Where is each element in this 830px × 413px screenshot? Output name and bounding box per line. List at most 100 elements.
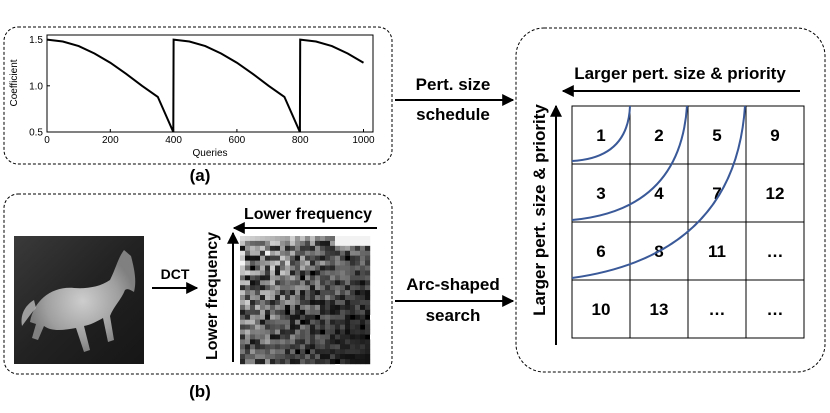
dct-cell: [255, 245, 261, 251]
dct-cell: [265, 260, 271, 266]
dct-cell: [305, 344, 311, 350]
dct-cell: [250, 309, 256, 315]
dct-cell: [290, 265, 296, 271]
dct-cell: [260, 255, 266, 261]
dct-cell: [265, 309, 271, 315]
dct-cell: [275, 334, 281, 340]
dct-cell: [350, 240, 356, 247]
dct-cell: [280, 354, 286, 360]
dct-cell: [335, 314, 341, 320]
dct-cell: [250, 334, 256, 340]
dct-cell: [330, 260, 336, 266]
dct-cell: [350, 304, 356, 311]
dct-cell: [325, 270, 331, 276]
dct-cell: [275, 304, 281, 311]
dct-cell: [245, 265, 251, 271]
dct-cell: [350, 295, 356, 301]
dct-cell: [325, 236, 331, 242]
dct-cell: [330, 329, 336, 335]
dct-cell: [320, 339, 326, 345]
dct-cell: [345, 309, 351, 315]
dct-cell: [240, 275, 246, 281]
dct-cell: [325, 334, 331, 340]
dct-cell: [275, 359, 281, 365]
dct-cell: [310, 339, 316, 345]
grid-cell-value: 7: [712, 184, 721, 203]
dct-cell: [305, 270, 311, 276]
dct-cell: [245, 329, 251, 335]
dct-cell: [360, 295, 366, 301]
dct-cell: [320, 309, 326, 315]
dct-cell: [315, 245, 321, 251]
side-priority-label: Larger pert. size & priority: [530, 104, 549, 316]
search-arc: [571, 105, 631, 162]
schedule-arrow-line2: schedule: [416, 105, 490, 124]
panel-a-frame: [3, 26, 393, 165]
dct-cell: [300, 339, 306, 345]
dct-cell: [330, 240, 336, 247]
dct-cell: [315, 344, 321, 350]
dct-cell: [365, 255, 371, 261]
dct-cell: [265, 250, 271, 256]
dct-cell: [325, 295, 331, 301]
dct-cell: [320, 260, 326, 266]
dct-cell: [270, 359, 276, 365]
dct-cell: [355, 319, 361, 325]
dct-cell: [325, 304, 331, 311]
dct-cell: [310, 319, 316, 325]
dct-cell: [365, 295, 371, 301]
dct-cell: [295, 265, 301, 271]
dct-cell: [365, 245, 371, 251]
dct-cell: [325, 339, 331, 345]
dct-cell: [310, 240, 316, 247]
dct-cell: [365, 339, 371, 345]
dct-cell: [255, 344, 261, 350]
search-arrow-line2: search: [426, 306, 481, 325]
dct-cell: [285, 265, 291, 271]
dct-cell: [255, 359, 261, 365]
dct-cell: [320, 319, 326, 325]
dct-cell: [275, 324, 281, 330]
dct-cell: [260, 260, 266, 266]
dct-cell: [260, 295, 266, 301]
dct-cell: [250, 324, 256, 330]
dct-cell: [240, 265, 246, 271]
dct-cell: [255, 349, 261, 355]
dct-cell: [320, 354, 326, 360]
dct-cell: [260, 265, 266, 271]
dct-cell: [310, 359, 316, 365]
dct-cell: [320, 349, 326, 355]
vertical-frequency-arrow: Lower frequency: [204, 231, 239, 362]
side-priority-arrow: Larger pert. size & priority: [530, 104, 562, 345]
panel-c-frame: [515, 27, 826, 373]
dct-cell: [350, 329, 356, 335]
dct-cell: [255, 309, 261, 315]
dct-cell: [325, 290, 331, 296]
y-tick-label: 0.5: [29, 128, 43, 139]
dct-cell: [325, 245, 331, 251]
dct-cell: [330, 319, 336, 325]
dct-cell: [365, 280, 371, 286]
dct-cell: [330, 354, 336, 360]
search-arrow-line1: Arc-shaped: [406, 275, 500, 294]
top-priority-arrow: Larger pert. size & priority: [561, 64, 800, 97]
dct-cell: [245, 260, 251, 266]
dct-cell: [280, 290, 286, 296]
dct-cell: [355, 245, 361, 251]
dct-cell: [290, 339, 296, 345]
series-line: [46, 38, 365, 133]
dct-cell: [315, 324, 321, 330]
dct-cell: [345, 280, 351, 286]
dct-cell: [270, 309, 276, 315]
dct-cell: [270, 329, 276, 335]
dct-cell: [245, 324, 251, 330]
dct-cell: [340, 339, 346, 345]
dct-cell: [360, 354, 366, 360]
dct-cell: [345, 260, 351, 266]
dct-cell: [320, 280, 326, 286]
dct-cell: [355, 236, 361, 242]
dct-cell: [285, 359, 291, 365]
dct-cell: [300, 270, 306, 276]
dct-cell: [295, 285, 301, 291]
dct-cell: [330, 270, 336, 276]
